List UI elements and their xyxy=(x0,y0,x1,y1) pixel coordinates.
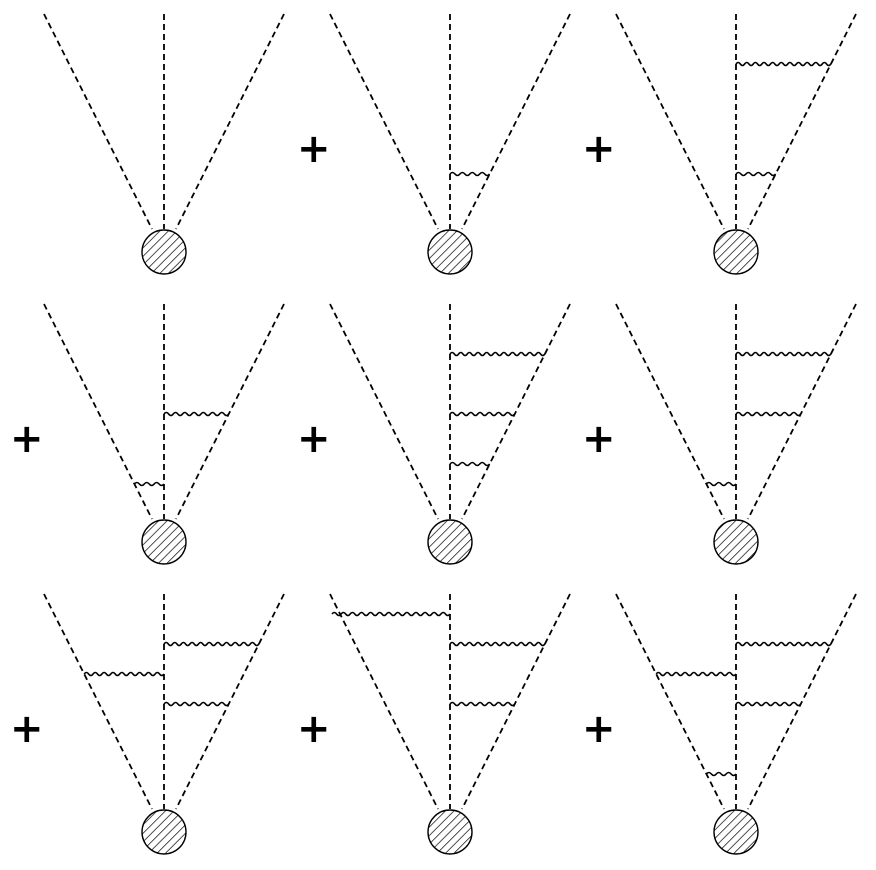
right-line xyxy=(461,303,571,520)
diagram-4 xyxy=(43,303,285,565)
diagram-7 xyxy=(43,593,285,855)
photon-line xyxy=(449,351,546,357)
photon-line xyxy=(163,701,230,707)
photon-line xyxy=(163,641,260,647)
diagram-5 xyxy=(329,303,571,565)
right-line xyxy=(747,303,857,520)
photon-line xyxy=(705,771,737,777)
left-line xyxy=(329,593,439,810)
plus-sign-3: + xyxy=(10,416,44,462)
hatched-vertex-blob xyxy=(141,809,187,855)
hatched-vertex-blob xyxy=(141,519,187,565)
right-line xyxy=(461,593,571,810)
left-line xyxy=(615,13,725,230)
photon-line xyxy=(449,171,491,177)
photon-line xyxy=(735,171,777,177)
right-line xyxy=(461,13,571,230)
right-line xyxy=(175,13,285,230)
photon-line xyxy=(735,701,802,707)
right-line xyxy=(175,593,285,810)
photon-line xyxy=(735,61,832,67)
diagram-2 xyxy=(329,13,571,275)
photon-line xyxy=(735,641,832,647)
diagram-9 xyxy=(615,593,857,855)
photon-line xyxy=(655,671,737,677)
hatched-vertex-blob xyxy=(427,519,473,565)
photon-line xyxy=(449,641,546,647)
hatched-vertex-blob xyxy=(427,809,473,855)
diagram-8 xyxy=(329,593,571,855)
plus-sign-6: + xyxy=(10,706,44,752)
diagram-3 xyxy=(615,13,857,275)
photon-line xyxy=(705,481,737,487)
hatched-vertex-blob xyxy=(713,809,759,855)
diagram-1 xyxy=(43,13,285,275)
left-line xyxy=(43,303,153,520)
left-line xyxy=(329,13,439,230)
right-line xyxy=(747,13,857,230)
photon-line xyxy=(449,701,516,707)
photon-line xyxy=(163,411,230,417)
left-line xyxy=(43,13,153,230)
plus-sign-5: + xyxy=(582,416,616,462)
hatched-vertex-blob xyxy=(427,229,473,275)
photon-line xyxy=(449,461,491,467)
hatched-vertex-blob xyxy=(713,519,759,565)
plus-sign-7: + xyxy=(297,706,331,752)
photon-line xyxy=(331,611,451,617)
left-line xyxy=(329,303,439,520)
right-line xyxy=(747,593,857,810)
plus-sign-4: + xyxy=(297,416,331,462)
diagrams xyxy=(43,13,857,855)
photon-line xyxy=(735,351,832,357)
left-line xyxy=(615,303,725,520)
plus-sign-2: + xyxy=(582,126,616,172)
diagram-6 xyxy=(615,303,857,565)
left-line xyxy=(615,593,725,810)
photon-line xyxy=(735,411,802,417)
photon-line xyxy=(449,411,516,417)
photon-line xyxy=(133,481,165,487)
plus-sign-8: + xyxy=(582,706,616,752)
hatched-vertex-blob xyxy=(141,229,187,275)
right-line xyxy=(175,303,285,520)
hatched-vertex-blob xyxy=(713,229,759,275)
photon-line xyxy=(83,671,165,677)
plus-sign-1: + xyxy=(297,126,331,172)
left-line xyxy=(43,593,153,810)
